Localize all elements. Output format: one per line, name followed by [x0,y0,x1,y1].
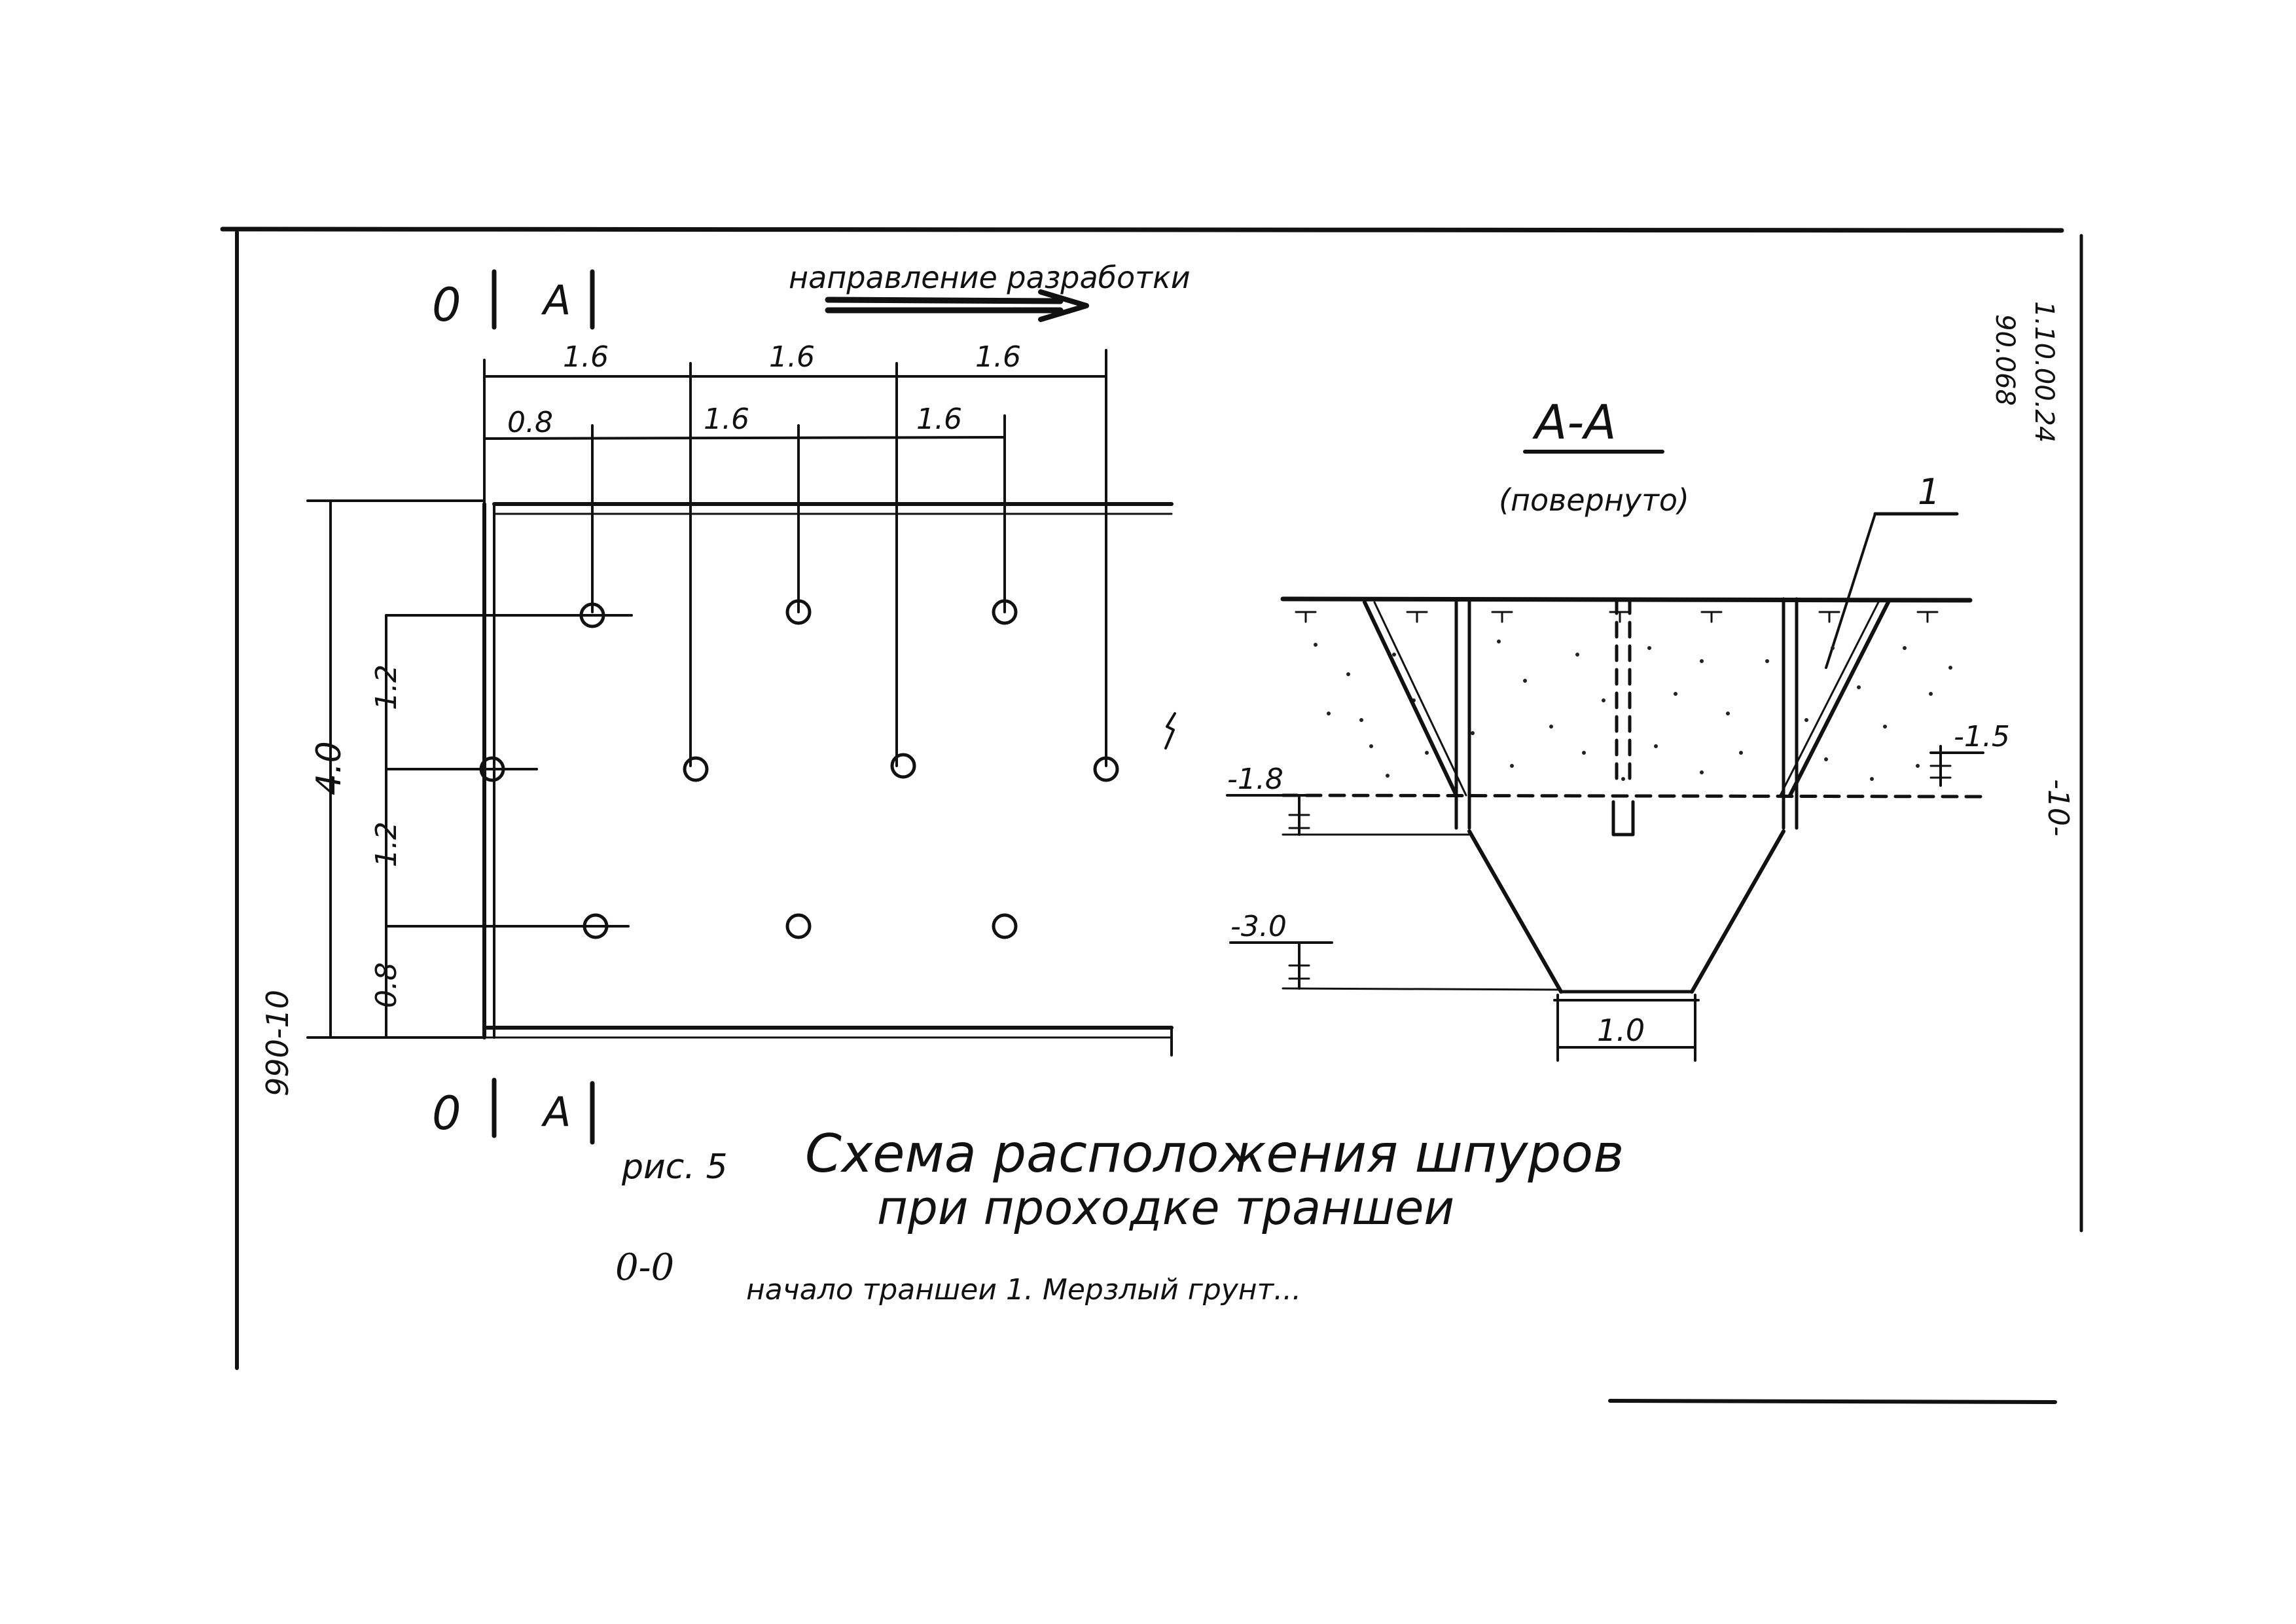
plan-dim-left-2: 1.2 [370,821,403,867]
caption-fig-number: рис. 5 [621,1147,728,1187]
plan-dim-second-1: 0.8 [507,406,553,439]
plan-dim-second-3: 1.6 [916,403,962,436]
side-code-right-top2: 90.068 [1990,314,2020,406]
caption-line-1: Схема расположения шпуров [805,1123,1624,1184]
section-mark-0-bottom: 0 [432,1087,461,1140]
borehole [992,599,1018,625]
legend-symbol: 0-0 [615,1246,674,1289]
frozen-soil-stipple [1314,640,1952,781]
legend: 0-0 начало траншеи 1. Мерзлый грунт... [615,1246,1301,1307]
page-number: -10- [2041,779,2075,837]
level-left-upper: -1.8 [1227,763,1283,796]
section-a-a: А-А (повернуто) 1 [1226,395,2010,1062]
plan-dim-top-1: 1.6 [563,340,609,374]
ground-hatch [1295,611,1939,623]
borehole [1093,756,1119,782]
figure-caption: рис. 5 Схема расположения шпуров при про… [621,1123,1624,1235]
borehole [785,599,812,625]
plan-dim-overall: 4.0 [310,741,349,795]
section-mark-a-bottom: A [541,1088,571,1136]
plan-dim-top-3: 1.6 [975,340,1021,374]
section-title: А-А [1532,395,1617,450]
side-code-left: 990-10 [260,990,295,1096]
direction-of-work: направление разработки [789,260,1191,322]
borehole [992,913,1018,939]
borehole [583,913,609,939]
sheet-frame [220,226,2083,1404]
level-left-lower: -3.0 [1230,910,1287,943]
plan-dim-left-1: 1.2 [370,664,403,710]
plan-dim-second-2: 1.6 [704,403,749,436]
legend-text: начало траншеи 1. Мерзлый грунт... [746,1273,1301,1307]
level-right: -1.5 [1954,720,2010,753]
plan-dim-left-3: 0.8 [370,962,403,1008]
direction-label: направление разработки [789,260,1191,295]
borehole [785,913,812,939]
section-marks-top: 0 A [432,269,595,332]
section-mark-a-top: A [541,276,571,324]
section-marks-bottom: 0 A [432,1077,595,1145]
caption-line-2: при проходке траншеи [877,1180,1454,1235]
section-mark-0-top: 0 [432,278,461,332]
bottom-width-dim: 1.0 [1597,1013,1645,1048]
side-code-right-top: 1.10.00.24 [2029,301,2059,442]
plan-view: 1.6 1.6 1.6 0.8 1.6 1.6 4.0 1.2 1.2 0.8 [306,340,1176,1056]
plan-dim-top-2: 1.6 [769,340,815,374]
borehole [890,753,916,779]
section-subtitle: (повернуто) [1499,482,1689,518]
borehole [683,756,709,782]
callout-number: 1 [1918,471,1940,513]
